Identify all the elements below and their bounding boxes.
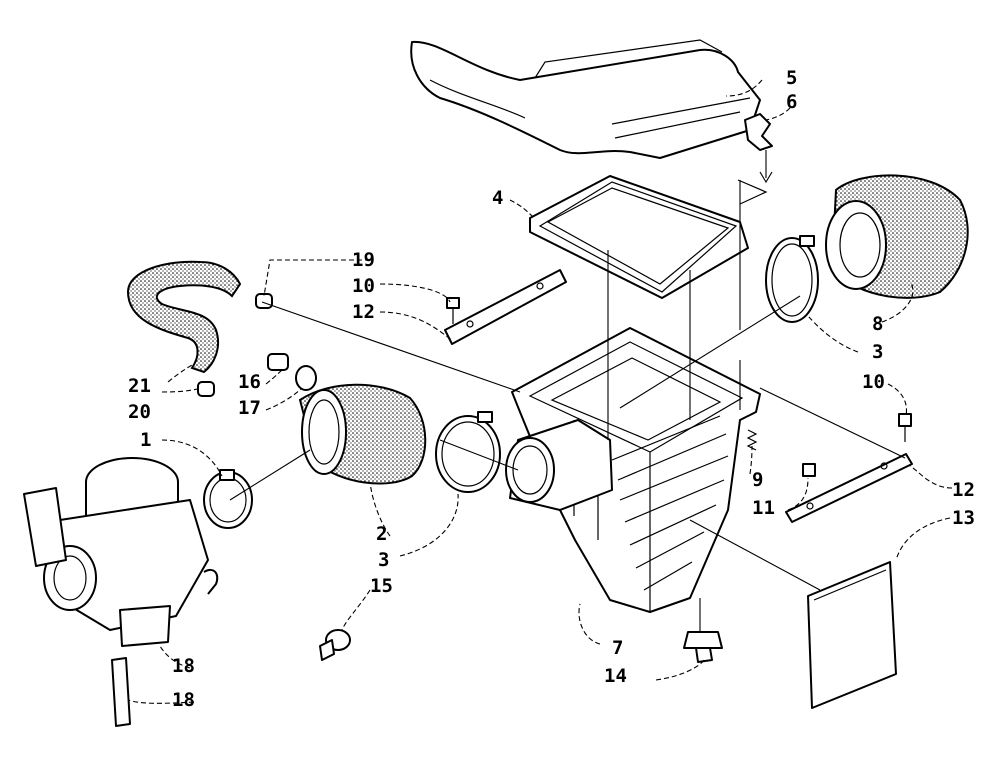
callout-10-lower: 10 [862, 371, 885, 393]
spring [746, 429, 758, 451]
callout-2: 2 [376, 523, 387, 545]
callout-10-upper: 10 [352, 275, 375, 297]
callout-8: 6 [786, 91, 797, 113]
callout-4: 7 [612, 637, 623, 659]
vent-hose [126, 260, 242, 374]
callout-3-center: 3 [378, 549, 389, 571]
air-box-cover [410, 39, 761, 159]
grommet [802, 463, 816, 477]
callout-12-upper: 12 [352, 301, 375, 323]
mount-bracket-lower [785, 453, 913, 523]
callout-leaders [127, 79, 953, 704]
air-filter [825, 174, 969, 299]
clamp-right [765, 235, 819, 323]
clamp-center [435, 411, 501, 493]
callout-1: 1 [140, 429, 151, 451]
intake-boot [298, 383, 427, 485]
drain-plug [683, 631, 723, 663]
small-clamp [295, 365, 317, 391]
callout-3-right: 3 [872, 341, 883, 363]
callout-20: 18 [172, 655, 195, 677]
callout-15: 15 [370, 575, 393, 597]
callout-16: 16 [238, 371, 261, 393]
mount-bracket-upper [444, 269, 567, 345]
callout-18-upper: 19 [352, 249, 375, 271]
cover-plate [807, 561, 897, 709]
callout-21: 18 [172, 689, 195, 711]
callout-9: 9 [752, 469, 763, 491]
air-box-outlet-tube [505, 419, 613, 511]
hose-clamp-lower [197, 381, 215, 397]
callout-18-lower: 20 [128, 401, 151, 423]
callout-11: 11 [752, 497, 775, 519]
cap-plug [267, 353, 289, 371]
callout-13: 13 [952, 507, 975, 529]
screw-upper [446, 297, 460, 324]
callout-14: 14 [604, 665, 627, 687]
callout-19: 21 [128, 375, 151, 397]
callout-5: 8 [872, 313, 883, 335]
gasket-frame [529, 175, 749, 299]
screw-lower [898, 413, 912, 442]
callout-7: 5 [786, 67, 797, 89]
callout-labels: 5 6 4 19 10 12 8 3 10 12 9 11 13 7 14 15… [128, 67, 975, 711]
hose-clamp-upper [255, 293, 273, 309]
callout-12-lower: 12 [952, 479, 975, 501]
clip [737, 113, 773, 205]
callout-17: 17 [238, 397, 261, 419]
clamp-small [203, 469, 253, 529]
fuel-hose [111, 657, 131, 727]
carburetor [23, 457, 219, 647]
callout-6: 4 [492, 187, 503, 209]
alignment-lines [229, 180, 906, 632]
breather-bolt [319, 629, 351, 661]
